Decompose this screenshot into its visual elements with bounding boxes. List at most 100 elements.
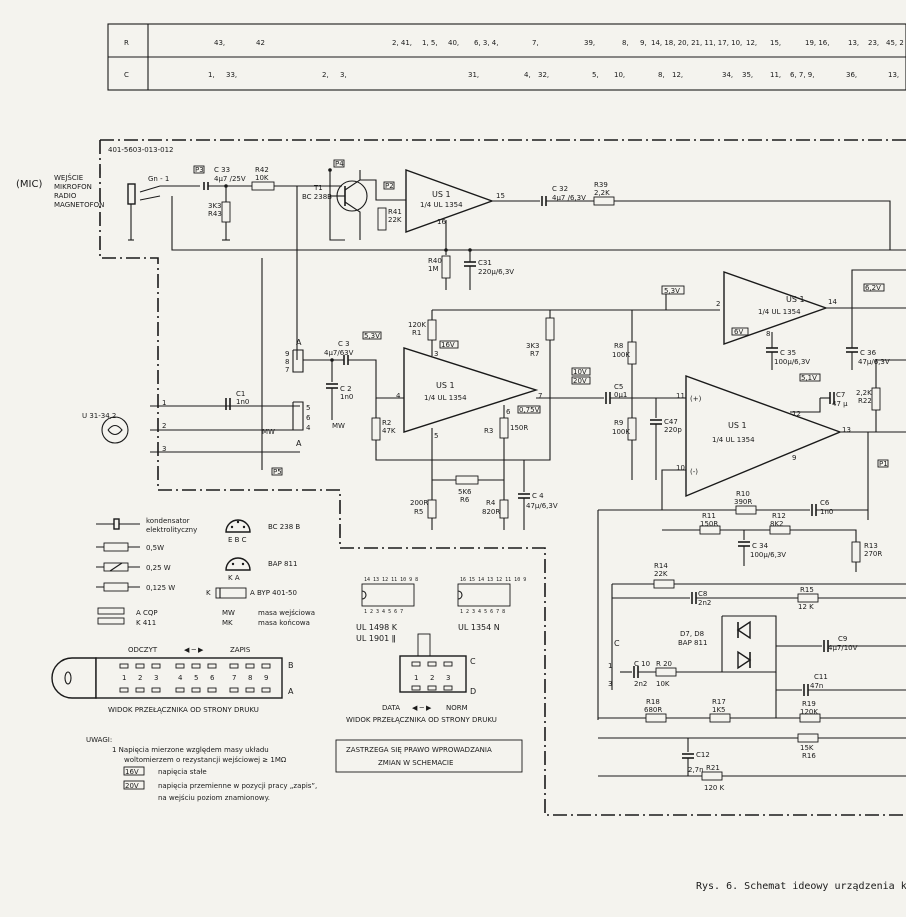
r40-label: R40 xyxy=(428,257,442,265)
t1-value: BC 238B xyxy=(302,193,332,201)
r2-label: R2 xyxy=(382,419,391,427)
r5-label: R5 xyxy=(414,508,423,516)
sw-pos-3: 3 xyxy=(154,674,158,682)
opamp-3-title: US 1 xyxy=(786,295,805,304)
table-cell: 2, 41, xyxy=(392,39,412,47)
r1-value: 120K xyxy=(408,321,426,329)
table-cell: 6, 3, 4, xyxy=(474,39,499,47)
sw-pos-1: 1 xyxy=(122,674,126,682)
opamp-3-pin14: 14 xyxy=(828,298,837,306)
sw-5: 5 xyxy=(306,404,310,412)
switch-contact xyxy=(207,663,217,669)
pin-p3: P3 xyxy=(195,166,204,174)
switch-a-bottom: A xyxy=(296,439,302,448)
table-cell: 5, xyxy=(592,71,599,79)
switch-caption-2: WIDOK PRZEŁĄCZNIKA OD STRONY DRUKU xyxy=(346,716,497,724)
sw-row-a: A xyxy=(288,687,294,696)
sw2-pos-1: 1 xyxy=(414,674,418,682)
c4-value: 47µ/6,3V xyxy=(526,502,558,510)
c1-value: 1n0 xyxy=(236,398,249,406)
input-label-2: MIKROFON xyxy=(54,183,92,191)
switch-contact xyxy=(135,687,145,693)
opamp-4-pin11: 11 xyxy=(676,392,685,400)
sw-8: 8 xyxy=(285,358,289,366)
opamp-4-pin12: 12 xyxy=(792,410,801,418)
r15-label: R15 xyxy=(800,586,814,594)
table-cell: 6, 7, 9, xyxy=(790,71,815,79)
c11-value: 47n xyxy=(810,682,823,690)
table-cell: 8, xyxy=(658,71,665,79)
switch-odczyt: ODCZYT xyxy=(128,646,158,654)
bap811-package-icon xyxy=(225,557,251,571)
opamp-us1-c xyxy=(723,271,829,345)
legend-ka: K A xyxy=(228,574,240,582)
reserve-note-2: ZMIAN W SCHEMACIE xyxy=(378,759,453,767)
c9-value: 4µ7/10V xyxy=(828,644,858,652)
switch-data: DATA xyxy=(382,704,400,712)
switch-contact xyxy=(229,687,239,693)
table-cell: 39, xyxy=(584,39,595,47)
volt-r3: 0,75V xyxy=(519,406,540,414)
table-cell: 11, xyxy=(770,71,781,79)
switch-contact xyxy=(411,661,421,667)
c6-value: 1n0 xyxy=(820,508,833,516)
mw-label: MW xyxy=(262,428,275,436)
switch-a-top: A xyxy=(296,338,302,347)
r6-value: 5K6 xyxy=(458,488,472,496)
input-label-3: RADIO xyxy=(54,192,77,200)
switch-contact xyxy=(443,661,453,667)
switch-c-pins-3: 3 xyxy=(608,680,612,688)
switch-arrow-2: ◀ ─ ▶ xyxy=(412,704,432,712)
table-cell: 19, 16, xyxy=(805,39,830,47)
c47-value: 220p xyxy=(664,426,682,434)
legend-mk: MK xyxy=(222,619,233,627)
opamp-us1-a xyxy=(405,169,495,233)
r41-value: 22K xyxy=(388,216,402,224)
c9-label: C9 xyxy=(838,635,847,643)
legend-masa-k: masa końcowa xyxy=(258,619,310,627)
c34-value: 100µ/6,3V xyxy=(750,551,786,559)
switch-view-1: ODCZYT ZAPIS ◀ ─ ▶ 1 2 3 4 5 6 7 8 9 B A… xyxy=(51,646,294,714)
c47-label: C47 xyxy=(664,418,678,426)
volt-c3: 5,3V xyxy=(364,332,380,340)
pin-p4: P4 xyxy=(335,160,344,168)
opamp-2-pin5: 5 xyxy=(434,432,438,440)
legend-mw: MW xyxy=(222,609,235,617)
switch-contact xyxy=(135,663,145,669)
opamp-3-pin2: 2 xyxy=(716,300,720,308)
opamp-2-pin4: 4 xyxy=(396,392,401,400)
r43-label: R43 xyxy=(208,210,222,218)
switch-contact xyxy=(151,687,161,693)
r21-value: 120 K xyxy=(704,784,725,792)
opamp-2-pin7: 7 xyxy=(538,392,542,400)
d7d8-value: BAP 811 xyxy=(678,639,707,647)
r21-label: R21 xyxy=(706,764,720,772)
c33-label: C 33 xyxy=(214,166,230,174)
switch-contact xyxy=(443,685,453,691)
sw2-row-c: C xyxy=(470,657,476,666)
switch-contact xyxy=(427,661,437,667)
table-cell: 2, xyxy=(322,71,329,79)
t1-label: T1 xyxy=(313,184,323,192)
switch-arrow: ◀ ─ ▶ xyxy=(184,646,204,654)
sw-pos-8: 8 xyxy=(248,674,252,682)
c35-label: C 35 xyxy=(780,349,796,357)
ic-ul1354-icon xyxy=(457,583,511,607)
sw-9: 9 xyxy=(285,350,289,358)
table-cell: 36, xyxy=(846,71,857,79)
volt-c5-ac: 20V xyxy=(573,377,587,385)
r4-value: 820R xyxy=(482,508,500,516)
c5-value: 0µ1 xyxy=(614,391,627,399)
head-pin-3: 3 xyxy=(162,445,166,453)
table-cell: 33, xyxy=(226,71,237,79)
table-cell: 40, xyxy=(448,39,459,47)
r42-label: R42 xyxy=(255,166,269,174)
switch-contact xyxy=(175,687,185,693)
switch-zapis: ZAPIS xyxy=(230,646,251,654)
r43-value: 3K3 xyxy=(208,202,222,210)
r19-value: 120K xyxy=(800,708,818,716)
notes: UWAGI: 1 Napięcia mierzone względem masy… xyxy=(86,736,523,802)
input-jack-icon xyxy=(127,183,136,205)
r14-label: R14 xyxy=(654,562,668,570)
